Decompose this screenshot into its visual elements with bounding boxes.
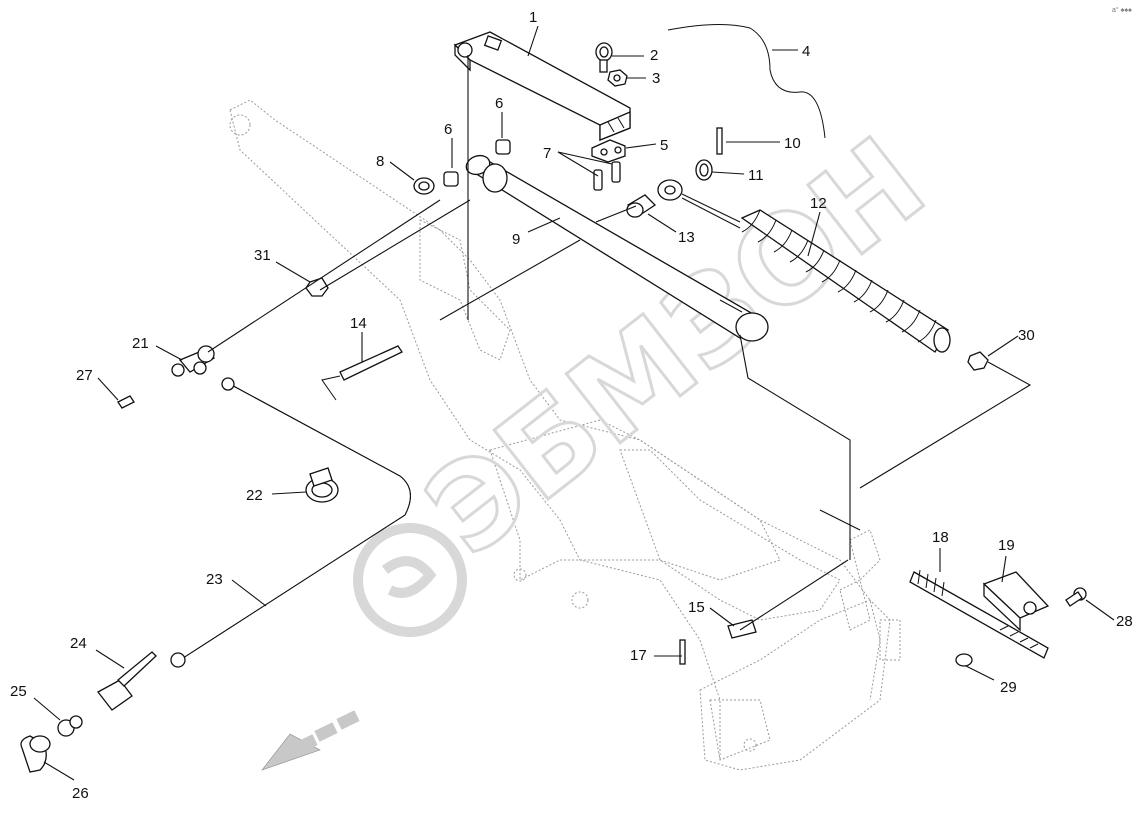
label-part-21: 21 [132, 335, 149, 352]
label-part-8: 8 [376, 153, 384, 170]
part-1-bracket [453, 31, 631, 141]
part-21-tee [171, 345, 216, 377]
label-part-5: 5 [660, 137, 668, 154]
label-part-17: 17 [630, 647, 647, 664]
label-part-13: 13 [678, 229, 695, 246]
label-part-12: 12 [810, 195, 827, 212]
part-13-bushing [626, 194, 657, 218]
part-2-eyebolt [595, 42, 613, 73]
label-part-18: 18 [932, 529, 949, 546]
part-12-spring [657, 179, 951, 353]
label-part-11: 11 [748, 167, 764, 184]
part-4-cable [667, 23, 826, 139]
part-30-nut [967, 351, 989, 371]
part-22-clamp [305, 467, 339, 503]
part-9-tube [465, 154, 769, 342]
label-part-9: 9 [512, 231, 520, 248]
label-part-2: 2 [650, 47, 658, 64]
label-part-30: 30 [1018, 327, 1035, 344]
leader-lines [33, 25, 1115, 781]
label-part-14: 14 [350, 315, 367, 332]
part-27-fitting [117, 395, 135, 409]
label-part-28: 28 [1116, 613, 1133, 630]
corner-mark: a° ♠♠♠ [1112, 6, 1132, 14]
part-6-bushings [443, 139, 511, 187]
label-part-25: 25 [10, 683, 27, 700]
label-part-4: 4 [802, 43, 810, 60]
label-part-26: 26 [72, 785, 89, 802]
part-5-clamp [591, 139, 626, 163]
part-17-pin [679, 639, 686, 665]
label-part-7: 7 [543, 145, 551, 162]
assembly-lines [207, 55, 1032, 631]
label-part-10: 10 [784, 135, 801, 152]
label-part-6a: 6 [444, 121, 452, 138]
label-part-24: 24 [70, 635, 87, 652]
part-18-rod [909, 569, 1049, 659]
part-25-coupling [57, 715, 83, 737]
label-part-22: 22 [246, 487, 263, 504]
frame-ghost [229, 99, 901, 771]
part-14-pin [321, 345, 403, 401]
part-23-hose [170, 377, 411, 668]
label-part-31: 31 [254, 247, 271, 264]
label-part-6b: 6 [495, 95, 503, 112]
label-part-23: 23 [206, 571, 223, 588]
part-3-nut [607, 69, 628, 87]
part-26-cap [20, 735, 51, 773]
label-part-15: 15 [688, 599, 705, 616]
label-part-19: 19 [998, 537, 1015, 554]
label-part-27: 27 [76, 367, 93, 384]
part-28-bolt [1065, 587, 1087, 607]
part-labels: 1 2 3 4 5 6 6 7 8 9 10 11 12 13 14 15 17… [10, 9, 1133, 802]
part-19-bracket [982, 571, 1050, 632]
watermark: ЭБМЗОН [353, 111, 952, 637]
label-part-3: 3 [652, 70, 660, 87]
label-part-1: 1 [529, 9, 537, 26]
part-24-valve [97, 651, 157, 711]
label-part-29: 29 [1000, 679, 1017, 696]
part-10-pin [716, 127, 723, 155]
part-29-clip [955, 653, 973, 667]
direction-arrow-icon [261, 710, 360, 771]
